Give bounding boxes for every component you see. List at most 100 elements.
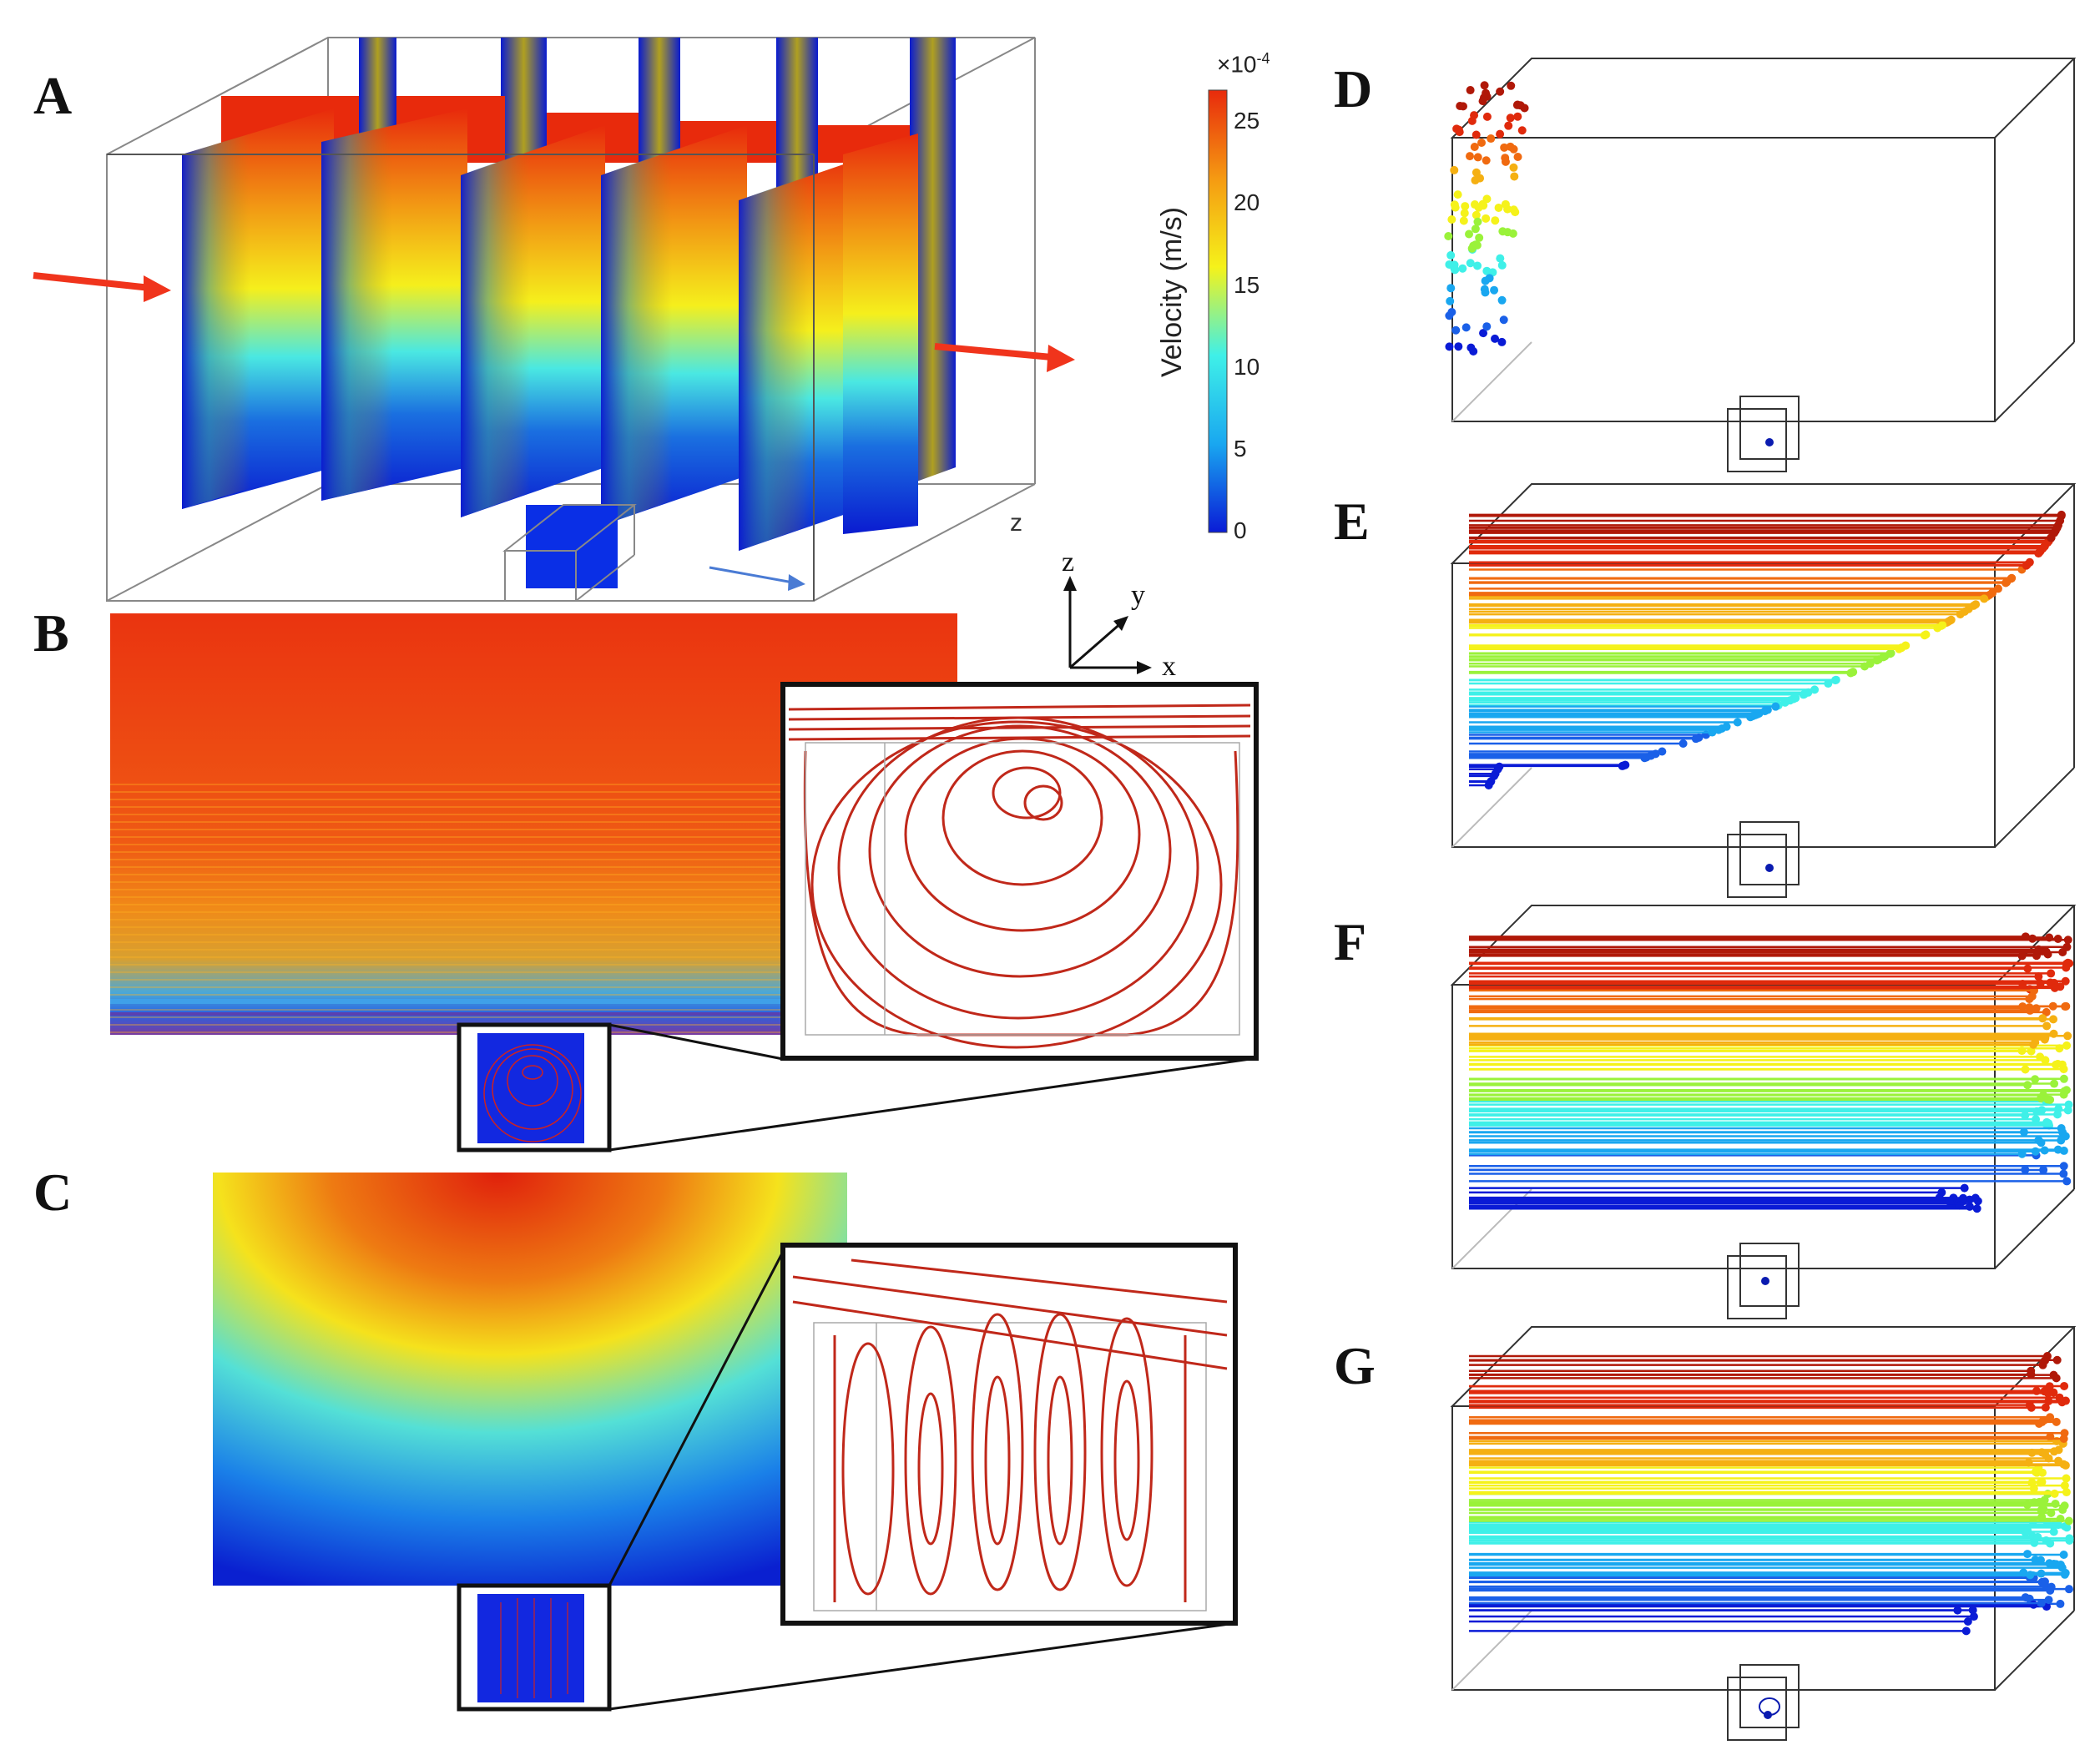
particle-dot xyxy=(1901,641,1911,650)
particle-dot xyxy=(2050,528,2059,537)
particle-dot xyxy=(2052,1355,2062,1364)
particle-dot xyxy=(1509,163,1518,172)
colorbar-tick-label: 20 xyxy=(1234,189,1260,216)
particle-dot xyxy=(2041,1403,2050,1412)
particle-dot xyxy=(2059,1162,2068,1171)
particle-dot xyxy=(1466,152,1475,161)
particle-dot xyxy=(1496,87,1505,96)
particle-dot xyxy=(1460,209,1469,218)
particle-dot xyxy=(2027,1366,2036,1375)
particle-dot xyxy=(2062,1041,2072,1050)
colorbar-tick-label: 5 xyxy=(1234,435,1247,461)
particle-dot xyxy=(2037,1448,2047,1457)
colorbar-multiplier: ×10-4 xyxy=(1217,50,1270,78)
particle-dot xyxy=(1482,322,1492,331)
particle-dot xyxy=(2062,1474,2071,1483)
particle-dot xyxy=(1461,323,1471,332)
particle-dot xyxy=(1467,244,1477,253)
particle-dot xyxy=(1465,229,1474,239)
particle-dot xyxy=(2049,1527,2058,1536)
particle-dot xyxy=(1475,233,1484,242)
particle-dot xyxy=(2034,972,2043,981)
colorbar-tick-label: 25 xyxy=(1234,108,1260,134)
particle-dot xyxy=(2027,1046,2036,1056)
particle-dot xyxy=(2037,1512,2047,1521)
particle-dot xyxy=(1972,1204,1981,1213)
particle-dot xyxy=(2023,1550,2032,1559)
panel-e-box-cavity xyxy=(1727,821,1800,898)
particle-dot xyxy=(2055,1393,2064,1402)
particle-dot xyxy=(2042,1021,2052,1031)
particle-dot xyxy=(2021,1065,2030,1074)
particle-dot xyxy=(1646,751,1655,760)
particle-dot xyxy=(2033,1532,2042,1541)
particle-dot xyxy=(2046,1095,2055,1104)
particle-dot xyxy=(1658,747,1667,756)
panel-f-box-cavity xyxy=(1727,1243,1800,1319)
panel-label-a: A xyxy=(33,66,73,125)
particle-dot xyxy=(1503,204,1512,214)
particle-dot xyxy=(2025,1400,2034,1410)
particle-dot xyxy=(2060,1570,2069,1579)
particle-dot xyxy=(1481,276,1490,285)
particle-dot xyxy=(2023,1526,2032,1536)
particle-dot xyxy=(1479,329,1488,338)
particle-dot xyxy=(1459,216,1468,225)
particle-dot xyxy=(2049,1370,2058,1379)
particle-dot xyxy=(1964,604,1973,613)
particle-dot xyxy=(2056,1599,2065,1608)
particle-dot xyxy=(2017,1149,2027,1158)
particle-dot xyxy=(2032,1004,2041,1013)
particle-dot xyxy=(2065,959,2074,968)
particle-dot xyxy=(2049,1029,2058,1038)
particle-dot xyxy=(2046,1586,2055,1595)
particle-dot xyxy=(1450,200,1459,209)
particle-dot xyxy=(2059,1169,2068,1178)
particle-dot xyxy=(1830,676,1840,685)
particle-dot xyxy=(2042,1117,2052,1127)
particle-dot xyxy=(1750,710,1759,719)
particle-dot xyxy=(1471,224,1480,234)
particle-dot xyxy=(1504,121,1513,130)
particle-dot xyxy=(2048,1001,2057,1011)
panel-d-box xyxy=(1450,58,2077,422)
particle-dot xyxy=(2059,1550,2068,1559)
particle-dot xyxy=(2025,557,2034,567)
particle-dot xyxy=(1874,655,1883,664)
particle-dot xyxy=(1499,315,1508,325)
particle-dot xyxy=(2038,1468,2047,1477)
particle-dot xyxy=(2028,934,2037,943)
particle-dot xyxy=(2065,1536,2074,1545)
axis-label-y: y xyxy=(1131,580,1145,611)
panel-g-box xyxy=(1450,1326,2077,1691)
axis-label-z: z xyxy=(1062,547,1075,577)
particle-dot xyxy=(2039,1165,2048,1174)
particle-dot xyxy=(1946,616,1955,625)
particle-dot xyxy=(1453,190,1462,199)
particle-dot xyxy=(1761,1277,1769,1285)
panel-label-f: F xyxy=(1334,912,1367,971)
particle-dot xyxy=(1458,102,1467,111)
panel-label-d: D xyxy=(1334,59,1373,119)
particle-dot xyxy=(2019,1127,2028,1137)
particle-dot xyxy=(2050,1489,2059,1498)
particle-dot xyxy=(1480,285,1489,294)
particle-dot xyxy=(2023,1081,2032,1090)
particle-dot xyxy=(1513,100,1522,109)
particle-dot xyxy=(2044,1596,2053,1605)
particle-dot xyxy=(2054,1456,2063,1465)
particle-dot xyxy=(2056,516,2065,525)
particle-dot xyxy=(2050,1447,2059,1456)
axis-label-z-small: z xyxy=(1010,509,1022,537)
particle-dot xyxy=(1482,156,1491,165)
panel-label-c: C xyxy=(33,1162,73,1222)
particle-dot xyxy=(2037,1598,2046,1607)
particle-dot xyxy=(1476,174,1485,183)
panel-f-box xyxy=(1450,905,2077,1269)
particle-dot xyxy=(1451,265,1460,275)
particle-dot xyxy=(2059,1074,2068,1083)
particle-dot xyxy=(1494,203,1503,212)
particle-dot xyxy=(2062,942,2072,951)
particle-dot xyxy=(2023,964,2032,973)
